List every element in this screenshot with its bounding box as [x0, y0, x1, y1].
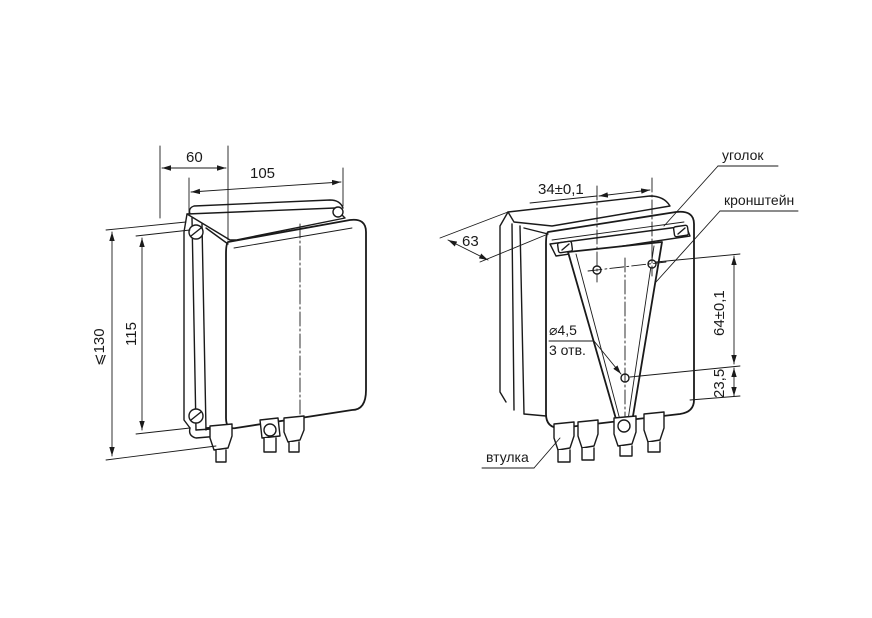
rail-screw-left — [556, 240, 574, 254]
dim-max-height-130: ⩽130 — [91, 221, 217, 461]
dim-vertical-spacing-64: 64±0,1 — [629, 253, 741, 378]
dim-height-115: 115 — [123, 229, 191, 435]
rail-screw-right — [672, 224, 690, 238]
dim-hole-spacing-34-label: 34±0,1 — [538, 181, 584, 198]
dim-width-105-label: 105 — [250, 165, 275, 182]
screw-top-left — [188, 224, 204, 240]
enclosure-front — [183, 199, 367, 463]
right-view: 34±0,1 63 64±0,1 23,5 ⌀4,5 3 отв. — [439, 147, 799, 469]
gland-3 — [283, 415, 305, 453]
dim-width-105: 105 — [188, 165, 344, 215]
hole-diameter-label: ⌀4,5 — [549, 322, 577, 338]
dim-bottom-offset-23: 23,5 — [689, 367, 741, 401]
gland-2 — [259, 417, 281, 453]
rear-gland-4 — [643, 411, 665, 453]
dim-vertical-spacing-64-label: 64±0,1 — [711, 290, 728, 336]
enclosure-rear — [499, 177, 695, 463]
left-view: 60 105 ⩽130 115 — [91, 145, 367, 463]
dim-hole-spacing-34: 34±0,1 — [529, 181, 651, 204]
label-bracket: кронштейн — [655, 192, 799, 283]
dim-bottom-offset-23-label: 23,5 — [711, 369, 728, 398]
label-bracket-text: кронштейн — [724, 192, 794, 208]
screw-top-right — [332, 206, 344, 218]
label-angle: уголок — [663, 147, 779, 227]
hole-callout: ⌀4,5 3 отв. — [548, 322, 622, 375]
rear-gland-2 — [577, 419, 599, 461]
gland-1 — [209, 423, 233, 463]
label-angle-text: уголок — [722, 147, 764, 163]
label-bushing-text: втулка — [486, 449, 529, 465]
dim-depth-63-label: 63 — [462, 233, 479, 250]
rear-gland-1 — [553, 421, 575, 463]
rear-gland-3 — [613, 415, 637, 457]
hole-count-label: 3 отв. — [549, 342, 586, 358]
dim-max-height-130-label: ⩽130 — [91, 328, 108, 366]
dim-depth-60-label: 60 — [186, 149, 203, 166]
dim-height-115-label: 115 — [123, 322, 140, 346]
dim-depth-63: 63 — [439, 211, 549, 263]
screw-bottom-left — [188, 408, 204, 424]
label-bushing: втулка — [481, 437, 561, 469]
